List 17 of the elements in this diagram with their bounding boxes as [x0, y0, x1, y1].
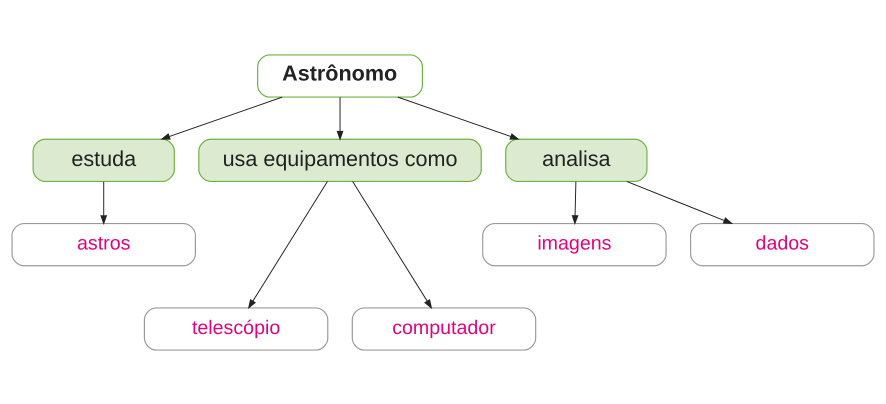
node-box: computador: [352, 306, 536, 350]
node-box: telescópio: [144, 306, 328, 350]
arrow: [100, 180, 108, 225]
arrow: [160, 96, 283, 140]
arrow: [352, 180, 432, 309]
node-box: estuda: [32, 138, 175, 182]
node-box: Astrônomo: [257, 54, 423, 98]
node-box: usa equipamentos como: [198, 138, 482, 182]
node-box: astros: [11, 222, 196, 266]
arrow: [572, 180, 579, 225]
arrow: [626, 180, 734, 224]
arrow: [248, 180, 328, 309]
node-box: dados: [690, 222, 875, 266]
arrow: [336, 96, 344, 140]
node-box: analisa: [505, 138, 648, 182]
node-box: imagens: [482, 222, 667, 266]
arrow: [397, 96, 520, 140]
